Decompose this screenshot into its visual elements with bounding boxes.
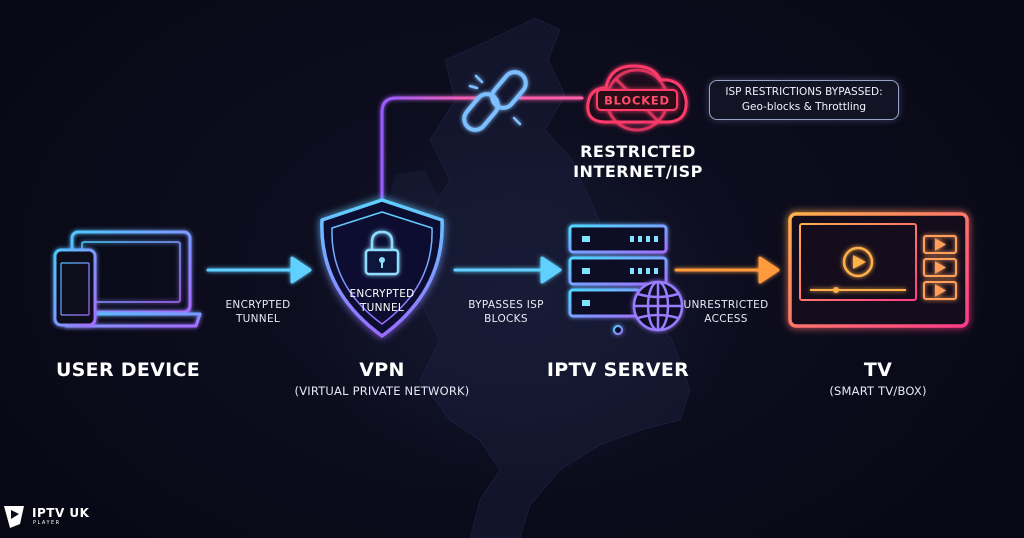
tv-subtitle: (SMART TV/BOX)	[829, 384, 927, 398]
edge-label-line: ACCESS	[704, 313, 748, 325]
edge-label-line: TUNNEL	[235, 313, 281, 325]
edge-label-bypasses-isp: BYPASSES ISP BLOCKS	[468, 298, 544, 326]
lock-icon	[364, 230, 400, 276]
bypass-wire	[380, 96, 584, 202]
edge-label-line: BYPASSES ISP	[468, 299, 544, 311]
edge-label-line: ENCRYPTED	[225, 299, 291, 311]
shield-text-line-2: TUNNEL	[359, 302, 404, 314]
restricted-title: RESTRICTED INTERNET/ISP	[573, 142, 703, 182]
blocked-badge-text: BLOCKED	[604, 94, 670, 108]
vpn-title: VPN	[359, 359, 405, 381]
logo-main-text: IPTV UK	[32, 506, 90, 520]
logo-sub-text: PLAYER	[33, 520, 61, 526]
isp-callout: ISP RESTRICTIONS BYPASSED: Geo-blocks & …	[709, 80, 899, 120]
callout-line-1: ISP RESTRICTIONS BYPASSED:	[725, 86, 883, 98]
tv-sidebar-thumbs	[923, 235, 957, 300]
vpn-subtitle: (VIRTUAL PRIVATE NETWORK)	[294, 384, 470, 398]
play-icon	[810, 246, 906, 293]
blocked-badge	[596, 89, 678, 111]
edge-device-vpn-arrow	[206, 256, 312, 284]
phone-icon	[53, 248, 97, 327]
edge-label-line: BLOCKS	[484, 313, 528, 325]
iptv-server-title: IPTV SERVER	[546, 359, 690, 381]
edge-label-encrypted-tunnel: ENCRYPTED TUNNEL	[225, 298, 290, 326]
edge-label-unrestricted-access: UNRESTRICTED ACCESS	[683, 298, 768, 326]
tv-title: TV	[863, 359, 893, 381]
globe-icon	[632, 280, 684, 332]
shield-text-line-1: ENCRYPTED	[349, 288, 414, 300]
callout-line-2: Geo-blocks & Throttling	[741, 101, 867, 113]
logo-mark	[4, 506, 24, 528]
restricted-title-line-2: INTERNET/ISP	[573, 162, 703, 181]
user-device-title: USER DEVICE	[55, 359, 201, 381]
broken-chain-icon	[462, 70, 528, 132]
edge-vpn-server-arrow	[453, 256, 562, 284]
edge-label-line: UNRESTRICTED	[683, 299, 769, 311]
restricted-title-line-1: RESTRICTED	[580, 142, 696, 161]
server-lights	[582, 236, 658, 306]
edge-server-tv-arrow	[674, 256, 780, 284]
map-silhouette	[419, 17, 691, 538]
server-icon	[568, 224, 668, 335]
